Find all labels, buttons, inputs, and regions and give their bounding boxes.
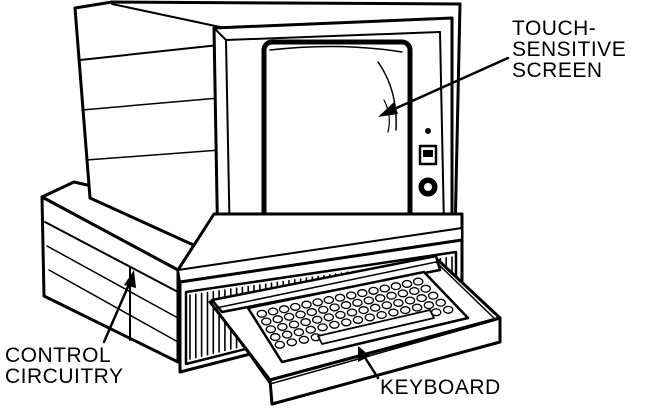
key-cap (293, 328, 305, 337)
key-cap (340, 318, 352, 327)
key-cap (412, 277, 424, 286)
key-cap (379, 284, 390, 293)
keyboard (208, 254, 502, 406)
leader-arrows (102, 56, 510, 380)
key-cap (388, 308, 399, 317)
key-cap (298, 335, 310, 344)
control-unit (40, 180, 216, 364)
key-cap (270, 333, 281, 342)
key-cap (376, 310, 387, 320)
indicator-light-icon (425, 128, 431, 134)
key-cap (363, 296, 375, 305)
key-cap (345, 291, 357, 300)
key-cap (317, 323, 328, 332)
key-cap (427, 291, 439, 300)
screen-label-line-1: TOUCH- (512, 17, 597, 40)
key-cap (323, 295, 335, 305)
key-cap (306, 308, 318, 317)
key-cap (329, 303, 340, 312)
key-cap (288, 320, 300, 329)
key-cap (346, 308, 358, 317)
screen-label-line-3: SCREEN (512, 59, 603, 82)
control-label-line-2: CIRCUITRY (5, 365, 124, 388)
key-cap (381, 301, 393, 310)
key-cap (335, 310, 346, 319)
key-cap (435, 298, 446, 307)
key-cap (278, 305, 290, 314)
key-cap (312, 298, 323, 307)
key-cap (334, 293, 346, 302)
key-cap (423, 301, 435, 310)
key-cap (274, 340, 286, 349)
key-cap (404, 296, 416, 305)
key-cap (261, 317, 272, 326)
screen-arrowhead-icon (378, 102, 398, 117)
key-cap (281, 330, 293, 339)
key-cap (301, 300, 312, 309)
screen-label-line-2: SENSITIVE (512, 38, 627, 61)
key-cap (283, 312, 295, 321)
key-cap (352, 315, 364, 324)
key-cap (401, 279, 413, 288)
touch-sensitive-screen-label: TOUCH- SENSITIVE SCREEN (512, 18, 626, 81)
key-cap (400, 306, 411, 315)
key-cap (357, 289, 368, 298)
control-label-line-1: CONTROL (5, 344, 112, 367)
key-cap (272, 315, 283, 324)
key-cap (390, 282, 402, 291)
key-cap (411, 303, 423, 312)
space-bar (317, 309, 435, 345)
key-cap (358, 306, 369, 315)
key-cap (265, 325, 277, 334)
control-circuitry-label: CONTROL CIRCUITRY (5, 345, 123, 387)
control-arrowhead-icon (124, 270, 136, 288)
key-cap (286, 338, 298, 347)
key-cap (277, 322, 288, 331)
key-cap (393, 298, 404, 307)
screen-leader-line (390, 56, 510, 112)
key-cap (295, 310, 306, 319)
keyboard-label-line-1: KEYBOARD (380, 376, 501, 399)
key-cap (311, 315, 323, 324)
key-cap (317, 305, 329, 314)
key-cap (374, 294, 386, 303)
key-cap (340, 301, 352, 310)
key-cap (352, 298, 363, 307)
keyboard-label: KEYBOARD (380, 377, 501, 398)
monitor-controls (418, 128, 438, 197)
key-cap (442, 305, 454, 314)
key-cap (329, 320, 340, 329)
key-cap (397, 289, 409, 298)
key-cap (416, 294, 427, 303)
keyboard-arrowhead-icon (358, 346, 370, 362)
key-cap (256, 309, 268, 318)
key-cap (323, 313, 335, 322)
key-cap (368, 286, 379, 295)
key-cap (267, 307, 279, 316)
key-cap (364, 313, 376, 322)
key-cap (369, 303, 381, 312)
key-cap (409, 286, 420, 296)
key-cap (290, 302, 301, 311)
control-leader-line (102, 280, 132, 344)
key-cap (300, 318, 311, 327)
key-cap (420, 284, 431, 293)
key-cap (305, 325, 316, 334)
key-cap (386, 291, 397, 300)
keyboard-leader-line (362, 354, 380, 380)
touch-sensitive-screen (261, 39, 413, 225)
